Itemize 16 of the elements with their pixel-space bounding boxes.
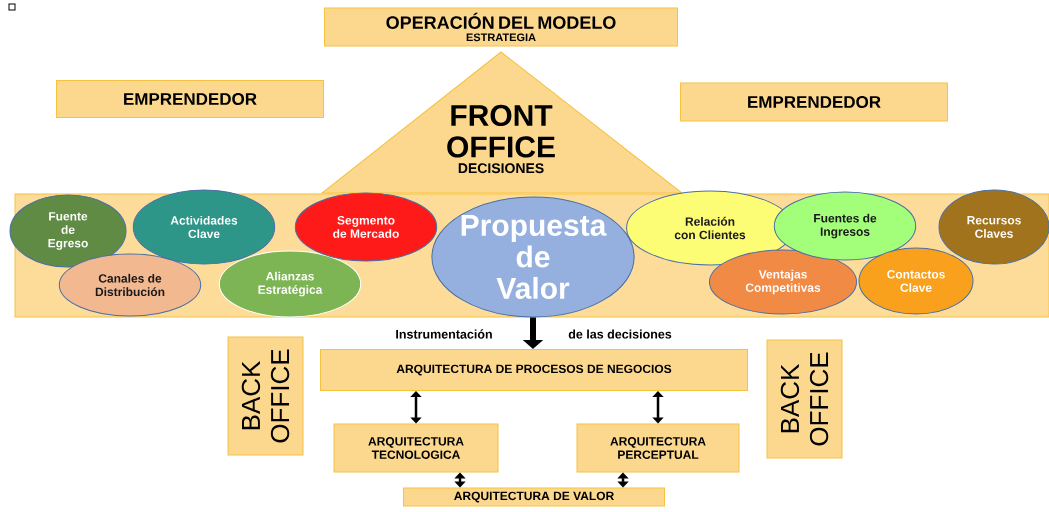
arrow (410, 391, 422, 424)
process-box: ARQUITECTURA PERCEPTUAL (576, 423, 740, 473)
arrow (454, 472, 466, 488)
process-box: ARQUITECTURA DE PROCESOS DE NEGOCIOS (320, 349, 748, 391)
arrow (617, 472, 629, 488)
triangle: FRONT OFFICE DECISIONES (321, 51, 683, 194)
label-text: Instrumentación (396, 329, 492, 339)
process-box: ARQUITECTURA DE VALOR (403, 487, 665, 507)
vertical-label-box: BACK OFFICE (227, 336, 304, 456)
vertical-label-box: BACK OFFICE (766, 339, 843, 459)
process-box: ARQUITECTURA TECNOLOGICA (333, 423, 499, 473)
label-box: EMPRENDEDOR (680, 82, 948, 122)
arrow (652, 391, 664, 424)
title-box: OPERACIÓN DEL MODELO ESTRATEGIA (324, 7, 678, 47)
label-box: EMPRENDEDOR (56, 80, 324, 118)
label-text: de las decisiones (568, 329, 672, 339)
